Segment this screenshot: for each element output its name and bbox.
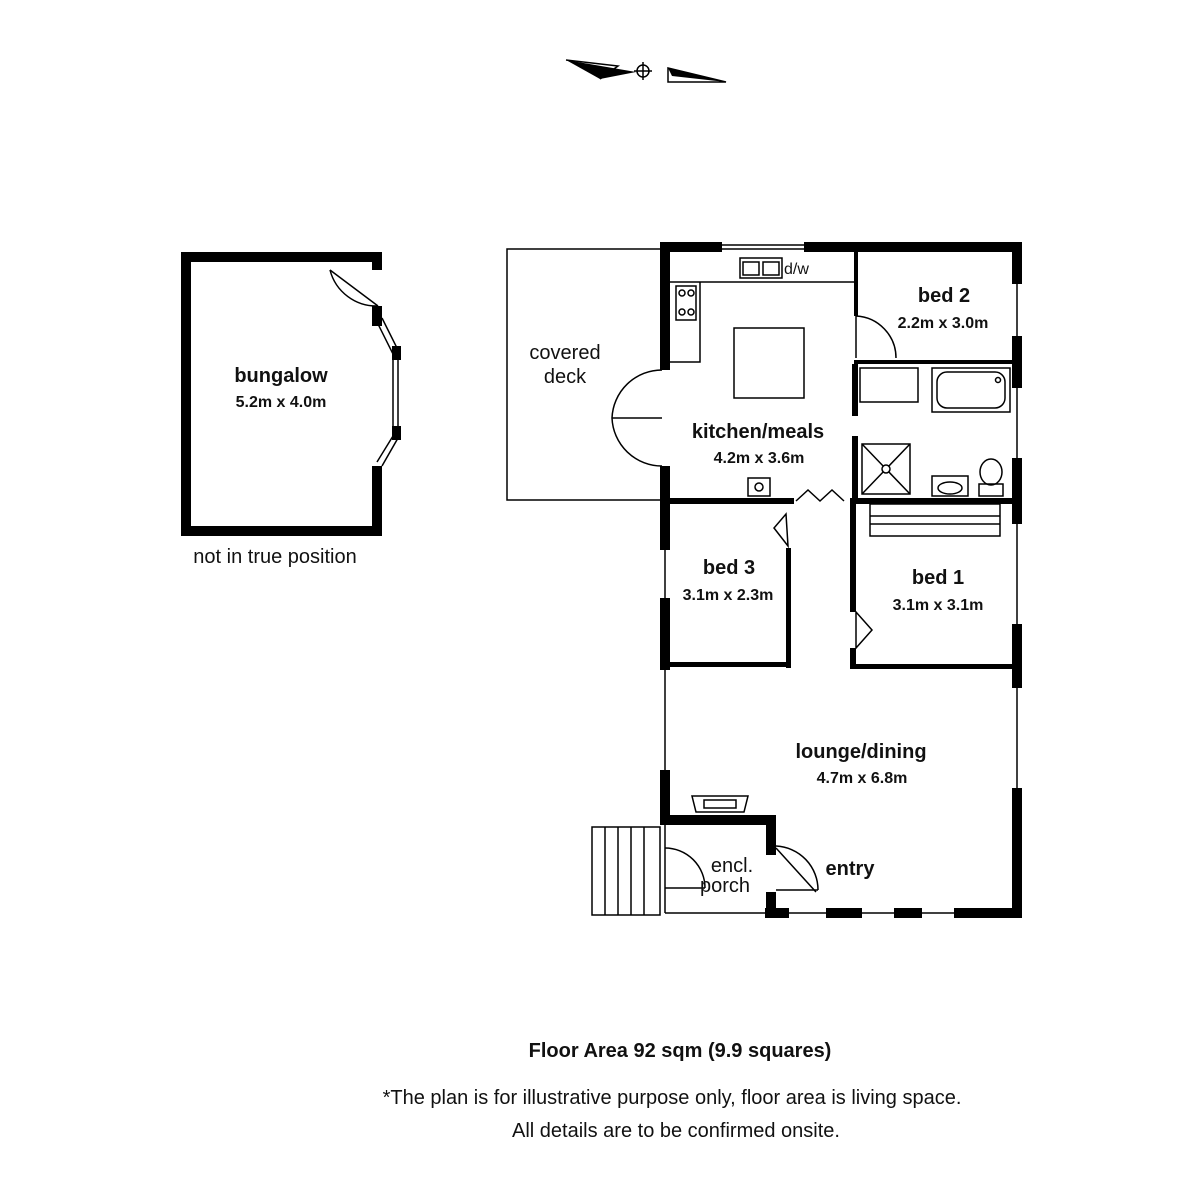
bed-3: bed 3 3.1m x 2.3m [683,512,789,604]
sink-icon [739,257,783,279]
room-name: lounge/dining [795,741,926,763]
room-dimensions: 2.2m x 3.0m [898,315,989,332]
room-name: bungalow [234,365,328,387]
cooktop-icon [675,285,697,321]
wardrobe [869,503,1001,537]
deck-label: deck [544,366,587,388]
kitchen-meals: d/w kitchen/meals 4.2m x 3.6m [611,257,854,503]
room-dimensions: 4.7m x 6.8m [817,770,908,787]
porch-label: encl. [711,855,753,877]
door-swing-icon [855,610,874,650]
fireplace-icon [691,795,749,813]
steps-icon [591,826,661,916]
room-name: kitchen/meals [692,421,824,443]
room-name: entry [826,858,876,880]
door-swing-icon [664,847,706,889]
lounge-dining: lounge/dining 4.7m x 6.8m [691,741,927,813]
covered-deck: covered deck [506,248,660,501]
door-swing-icon [329,269,379,307]
heater-icon [747,477,771,497]
house-walls [660,242,1022,918]
floor-area-note: Floor Area 92 sqm (9.9 squares) [528,1040,832,1062]
door-swing-icon [773,512,789,549]
door-swing-icon [855,315,897,359]
deck-label: covered [529,342,600,364]
room-name: bed 1 [912,567,964,589]
kitchen-island [733,327,805,399]
entry: entry [775,845,876,893]
shower-icon [861,443,911,495]
enclosed-porch: encl. porch [664,847,753,897]
bifold-door [795,488,845,503]
room-dimensions: 4.2m x 3.6m [714,450,805,467]
door-swing-icon [611,369,663,467]
bathtub-icon [931,367,1011,413]
compass-icon [565,59,727,83]
room-name: bed 2 [918,285,970,307]
bed-1: bed 1 3.1m x 3.1m [855,503,1001,650]
disclaimer-line: All details are to be confirmed onsite. [512,1120,840,1142]
bathroom [859,367,1011,497]
room-dimensions: 3.1m x 2.3m [683,587,774,604]
porch-label: porch [700,875,750,897]
basin-icon [931,475,969,497]
toilet-icon [978,458,1004,497]
bungalow: bungalow 5.2m x 4.0m [181,252,401,536]
bed-2: bed 2 2.2m x 3.0m [855,285,989,359]
room-dimensions: 5.2m x 4.0m [236,394,327,411]
dishwasher-label: d/w [784,261,809,278]
room-name: bed 3 [703,557,755,579]
not-true-position-note: not in true position [193,546,356,568]
room-dimensions: 3.1m x 3.1m [893,597,984,614]
disclaimer-line: *The plan is for illustrative purpose on… [382,1087,962,1109]
door-swing-icon [775,845,819,893]
